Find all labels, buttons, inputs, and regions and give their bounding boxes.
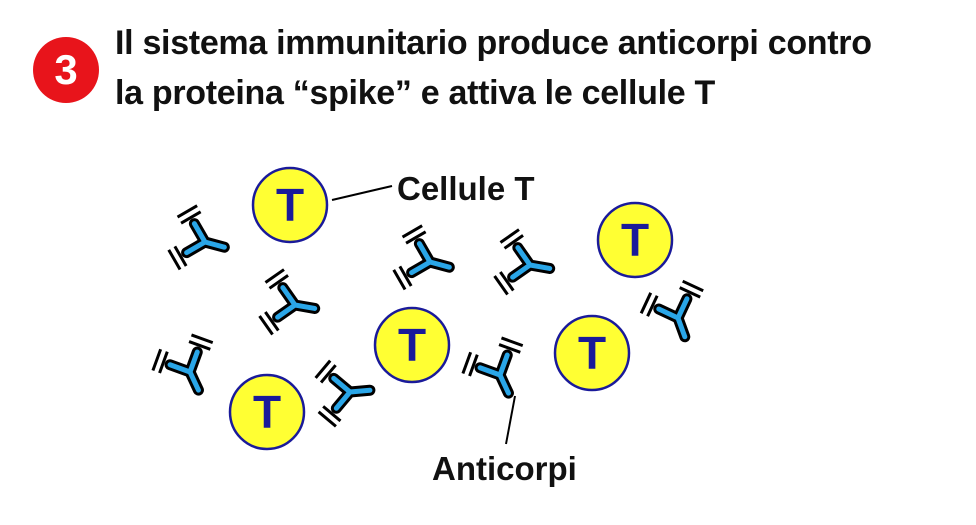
t-cell-letter: T — [398, 319, 426, 371]
antibody-icon — [390, 222, 458, 299]
title-line-1: Il sistema immunitario produce anticorpi… — [115, 24, 872, 62]
antibody-icon — [492, 227, 556, 301]
antibody-icon — [314, 357, 373, 427]
antibody-icon — [456, 331, 538, 407]
antibody-pointer — [505, 395, 516, 445]
step-number: 3 — [54, 46, 77, 93]
t-cell-letter: T — [253, 386, 281, 438]
t-cell-pointer — [331, 185, 393, 201]
antibody-icon — [636, 276, 716, 348]
t-cells-label: Cellule T — [397, 170, 535, 207]
t-cell: T — [251, 166, 329, 244]
t-cell: T — [553, 314, 631, 392]
t-cell-letter: T — [578, 327, 606, 379]
step-badge — [33, 37, 99, 103]
antibody-icon — [257, 267, 321, 341]
t-cell: T — [228, 373, 306, 451]
title-line-2: la proteina “spike” e attiva le cellule … — [115, 74, 715, 112]
antibodies-label: Anticorpi — [432, 450, 577, 487]
antibody-icon — [165, 202, 233, 279]
t-cell-letter: T — [276, 179, 304, 231]
t-cell: T — [373, 306, 451, 384]
t-cell-letter: T — [621, 214, 649, 266]
antibody-icon — [146, 328, 228, 404]
t-cell: T — [596, 201, 674, 279]
